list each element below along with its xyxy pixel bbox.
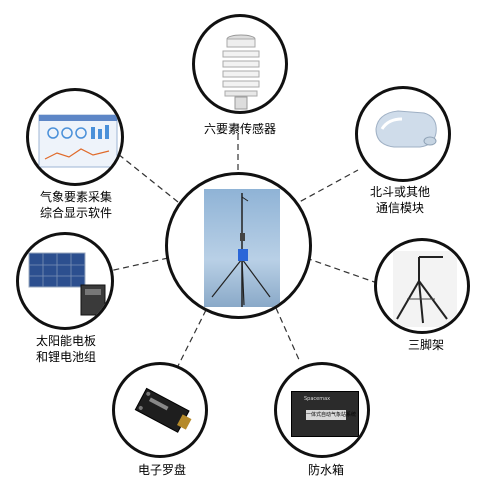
connector-compass <box>177 309 207 367</box>
case-circle: Spacemax 一体式自动气象站系统 <box>274 362 370 458</box>
weather-sensor-icon <box>222 34 260 110</box>
comm-label-line-2: 通信模块 <box>375 201 424 215</box>
solar-label-line-2: 和锂电池组 <box>35 350 96 364</box>
connector-case <box>275 307 301 363</box>
software-label: 气象要素采集 综合显示软件 <box>26 189 126 221</box>
sensor-label: 六要素传感器 <box>190 121 290 137</box>
station-photo <box>204 189 280 307</box>
tripod-label: 三脚架 <box>396 337 456 353</box>
sensor-label-line-1: 六要素传感器 <box>203 122 276 136</box>
case-label: 防水箱 <box>296 462 356 478</box>
software-circle <box>26 88 124 186</box>
comm-label: 北斗或其他 通信模块 <box>360 184 440 216</box>
software-label-line-2: 综合显示软件 <box>39 206 112 220</box>
waterproof-case-icon: Spacemax 一体式自动气象站系统 <box>291 391 359 437</box>
tripod-label-line-1: 三脚架 <box>407 338 444 352</box>
compass-label-line-1: 电子罗盘 <box>137 463 186 477</box>
case-brand: Spacemax <box>304 396 331 402</box>
solar-battery-icon <box>28 252 106 316</box>
tripod-icon <box>393 251 457 327</box>
case-plate: 一体式自动气象站系统 <box>306 410 357 420</box>
electronic-compass-icon <box>134 387 192 433</box>
tripod-circle <box>374 238 470 334</box>
compass-circle <box>112 362 208 458</box>
connector-tripod <box>305 257 381 285</box>
solar-label-line-1: 太阳能电板 <box>35 334 96 348</box>
connector-software <box>117 153 179 203</box>
comm-module-icon <box>375 110 437 148</box>
comm-label-line-1: 北斗或其他 <box>369 185 430 199</box>
case-plate-text: 一体式自动气象站系统 <box>306 412 357 418</box>
connector-comm <box>291 169 359 207</box>
comm-circle <box>355 86 451 182</box>
station-icon <box>211 193 271 307</box>
solar-circle <box>16 232 114 330</box>
solar-label: 太阳能电板 和锂电池组 <box>20 333 112 365</box>
sensor-circle <box>192 14 288 114</box>
center-circle <box>165 172 312 319</box>
compass-label: 电子罗盘 <box>128 462 196 478</box>
software-label-line-1: 气象要素采集 <box>39 190 112 204</box>
software-screen-icon <box>38 114 118 168</box>
case-label-line-1: 防水箱 <box>307 463 344 477</box>
